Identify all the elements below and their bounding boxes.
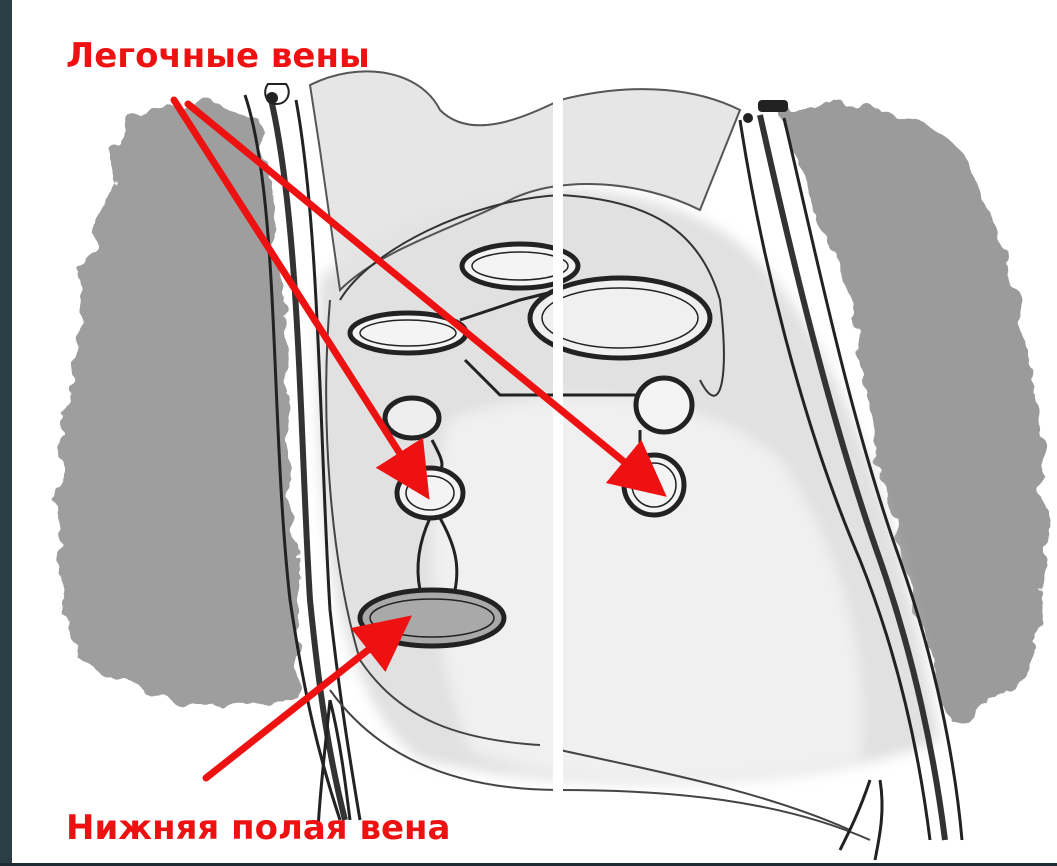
label-pulmonary-veins: Легочные вены	[66, 36, 370, 76]
clip-icon-right	[743, 100, 788, 123]
panel-divider	[553, 70, 563, 866]
clip-icon-left	[265, 84, 289, 104]
label-inferior-vena-cava: Нижняя полая вена	[66, 808, 450, 848]
